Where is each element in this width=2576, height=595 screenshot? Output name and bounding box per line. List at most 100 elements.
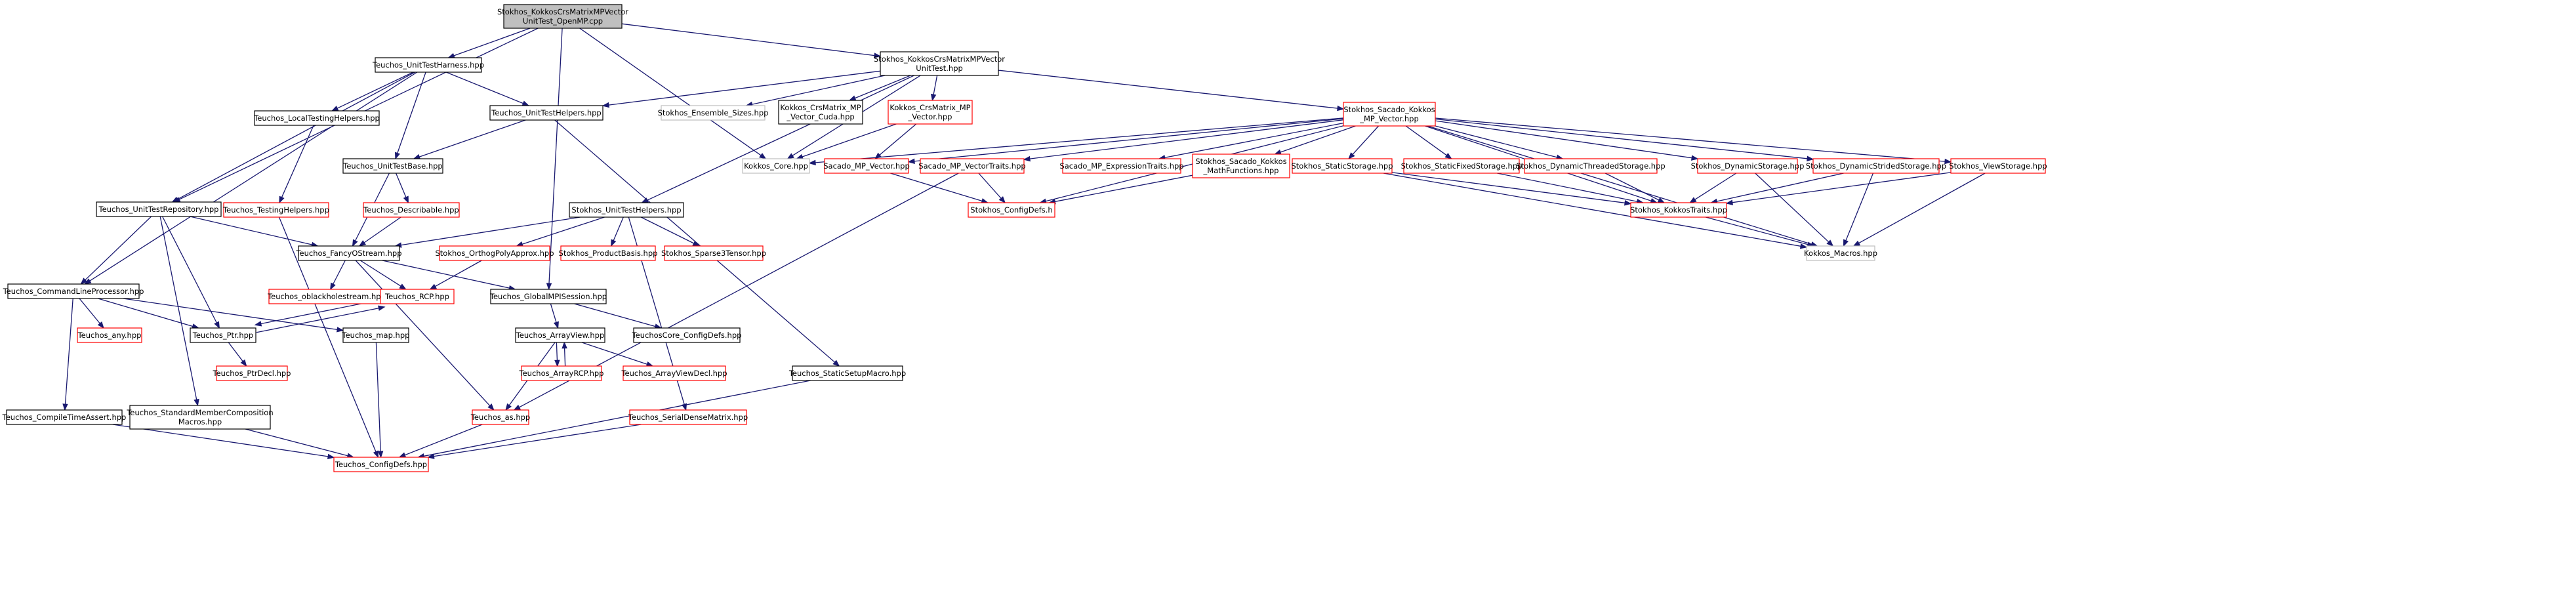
node-box — [342, 158, 443, 174]
edge-n8-to-n22 — [1435, 120, 1699, 161]
node-label: Stokhos_Ensemble_Sizes.hpp — [658, 108, 769, 117]
file-node-sacado-mp-vectortraits-hpp[interactable]: Sacado_MP_VectorTraits.hpp — [918, 158, 1026, 174]
file-node-kokkos-crsmatrix-mp-vector-cuda-hpp[interactable]: Kokkos_CrsMatrix_MP_Vector_Cuda.hpp — [778, 100, 863, 125]
edge-n15-to-n29 — [890, 173, 989, 204]
file-node-stokhos-viewstorage-hpp[interactable]: Stokhos_ViewStorage.hpp — [1949, 158, 2047, 174]
node-box — [7, 283, 140, 299]
file-node-teuchos-globalmpisession-hpp[interactable]: Teuchos_GlobalMPISession.hpp — [489, 289, 607, 304]
edge-n2-to-n8 — [998, 70, 1345, 112]
edge-n4-to-n10 — [413, 119, 526, 159]
file-node-teuchos-testinghelpers-hpp[interactable]: Teuchos_TestingHelpers.hpp — [222, 202, 329, 218]
node-label: Teuchos_LocalTestingHelpers.hpp — [253, 113, 380, 123]
node-box — [503, 4, 623, 29]
node-box — [560, 245, 656, 261]
file-node-stokhos-staticstorage-hpp[interactable]: Stokhos_StaticStorage.hpp — [1292, 158, 1393, 174]
file-node-teuchos-rcp-hpp[interactable]: Teuchos_RCP.hpp — [380, 289, 455, 304]
file-node-teuchos-arrayrcp-hpp[interactable]: Teuchos_ArrayRCP.hpp — [519, 365, 604, 381]
file-node-teuchos-ptr-hpp[interactable]: Teuchos_Ptr.hpp — [190, 327, 256, 343]
file-node-stokhos-kokkoscrsmatrixmpvectorunittest-hpp[interactable]: Stokhos_KokkosCrsMatrixMPVectorUnitTest.… — [874, 51, 1005, 76]
file-node-stokhos-productbasis-hpp[interactable]: Stokhos_ProductBasis.hpp — [559, 245, 658, 261]
edge-n32-to-n36 — [79, 298, 104, 329]
node-label: _MP_Vector.hpp — [1359, 114, 1419, 123]
file-node-teuchos-arrayviewdecl-hpp[interactable]: Teuchos_ArrayViewDecl.hpp — [621, 365, 727, 381]
file-node-teuchos-unittestrepository-hpp[interactable]: Teuchos_UnitTestRepository.hpp — [96, 201, 222, 217]
file-node-kokkos-crsmatrix-mp-vector-hpp[interactable]: Kokkos_CrsMatrix_MP_Vector.hpp — [888, 100, 973, 125]
file-node-teuchos-standardmembercompositionmacros-hpp[interactable]: Teuchos_StandardMemberCompositionMacros.… — [126, 405, 274, 430]
file-node-teuchos-oblackholestream-hpp[interactable]: Teuchos_oblackholestream.hpp — [267, 289, 386, 304]
edge-n42-to-n39 — [562, 341, 567, 366]
file-node-stokhos-orthogpolyapprox-hpp[interactable]: Stokhos_OrthogPolyApprox.hpp — [435, 245, 554, 261]
root-file-node[interactable]: Stokhos_KokkosCrsMatrixMPVectorUnitTest_… — [497, 4, 628, 29]
edge-n14-to-n26 — [516, 216, 605, 247]
file-node-stokhos-staticfixedstorage-hpp[interactable]: Stokhos_StaticFixedStorage.hpp — [1401, 158, 1523, 174]
file-node-teuchos-ptrdecl-hpp[interactable]: Teuchos_PtrDecl.hpp — [213, 365, 291, 381]
node-box — [1292, 158, 1393, 174]
edge-n35-to-n40 — [574, 303, 663, 329]
file-node-stokhos-kokkostraits-hpp[interactable]: Stokhos_KokkosTraits.hpp — [1630, 202, 1727, 218]
node-label: UnitTest_OpenMP.cpp — [523, 16, 603, 26]
node-label: Stokhos_DynamicThreadedStorage.hpp — [1516, 161, 1665, 171]
node-box — [569, 202, 684, 218]
file-node-teuchos-map-hpp[interactable]: Teuchos_map.hpp — [342, 327, 410, 343]
file-node-teuchos-localtestinghelpers-hpp[interactable]: Teuchos_LocalTestingHelpers.hpp — [253, 110, 380, 126]
edge-n32-to-n45 — [62, 298, 73, 411]
node-box — [1630, 202, 1727, 218]
node-label: Teuchos_GlobalMPISession.hpp — [489, 292, 607, 301]
file-node-teuchos-unittesthelpers-hpp[interactable]: Teuchos_UnitTestHelpers.hpp — [489, 105, 603, 121]
file-node-stokhos-configdefs-h[interactable]: Stokhos_ConfigDefs.h — [968, 202, 1055, 218]
file-node-stokhos-sparse3tensor-hpp[interactable]: Stokhos_Sparse3Tensor.hpp — [661, 245, 766, 261]
file-node-stokhos-dynamicstorage-hpp[interactable]: Stokhos_DynamicStorage.hpp — [1691, 158, 1805, 174]
node-label: Teuchos_ArrayView.hpp — [516, 331, 605, 340]
node-label: Macros.hpp — [178, 417, 222, 426]
file-node-teuchoscore-configdefs-hpp[interactable]: TeuchosCore_ConfigDefs.hpp — [632, 327, 742, 343]
node-box — [77, 327, 142, 343]
node-box — [968, 202, 1055, 218]
file-node-stokhos-dynamicstridedstorage-hpp[interactable]: Stokhos_DynamicStridedStorage.hpp — [1806, 158, 1946, 174]
edge-n47-to-n49 — [398, 424, 483, 458]
edge-n37-to-n34 — [256, 305, 386, 333]
file-node-sacado-mp-expressiontraits-hpp[interactable]: Sacado_MP_ExpressionTraits.hpp — [1059, 158, 1184, 174]
node-box — [1697, 158, 1798, 174]
node-label: Teuchos_StaticSetupMacro.hpp — [788, 369, 906, 378]
file-node-teuchos-arrayview-hpp[interactable]: Teuchos_ArrayView.hpp — [515, 327, 605, 343]
file-node-stokhos-dynamicthreadedstorage-hpp[interactable]: Stokhos_DynamicThreadedStorage.hpp — [1516, 158, 1666, 174]
edge-n22-to-n31 — [1755, 173, 1834, 247]
file-node-teuchos-fancyostream-hpp[interactable]: Teuchos_FancyOStream.hpp — [295, 245, 402, 261]
file-node-teuchos-describable-hpp[interactable]: Teuchos_Describable.hpp — [363, 202, 460, 218]
file-node-teuchos-unittestbase-hpp[interactable]: Teuchos_UnitTestBase.hpp — [342, 158, 443, 174]
file-node-teuchos-serialdensematrix-hpp[interactable]: Teuchos_SerialDenseMatrix.hpp — [628, 409, 748, 425]
file-node-teuchos-compiletimeassert-hpp[interactable]: Teuchos_CompileTimeAssert.hpp — [2, 409, 127, 425]
edge-n8-to-n20 — [1405, 125, 1452, 159]
node-box — [1192, 154, 1290, 178]
file-node-sacado-mp-vector-hpp[interactable]: Sacado_MP_Vector.hpp — [823, 158, 910, 174]
node-label: Teuchos_UnitTestHarness.hpp — [372, 60, 484, 70]
node-box — [888, 100, 973, 125]
edge-n32-to-n37 — [98, 298, 199, 329]
node-box — [380, 289, 455, 304]
file-node-teuchos-staticsetupmacro-hpp[interactable]: Teuchos_StaticSetupMacro.hpp — [788, 365, 906, 381]
file-node-kokkos-core-hpp: Kokkos_Core.hpp — [742, 158, 810, 174]
file-node-teuchos-configdefs-hpp[interactable]: Teuchos_ConfigDefs.hpp — [333, 457, 429, 472]
edge-n1-to-n4 — [445, 72, 530, 106]
node-box — [629, 409, 747, 425]
edge-n8-to-n9 — [808, 117, 1344, 166]
file-node-teuchos-commandlineprocessor-hpp[interactable]: Teuchos_CommandLineProcessor.hpp — [3, 283, 144, 299]
edge-n23-to-n31 — [1843, 173, 1874, 247]
edge-n20-to-n30 — [1497, 173, 1645, 205]
node-label: Teuchos_CommandLineProcessor.hpp — [3, 287, 144, 296]
file-node-stokhos-unittesthelpers-hpp[interactable]: Stokhos_UnitTestHelpers.hpp — [569, 202, 684, 218]
file-node-stokhos-sacado-kokkos-mp-vector-hpp[interactable]: Stokhos_Sacado_Kokkos_MP_Vector.hpp — [1343, 102, 1436, 127]
node-box — [1812, 158, 1940, 174]
file-node-teuchos-any-hpp[interactable]: Teuchos_any.hpp — [77, 327, 142, 343]
node-box — [1403, 158, 1520, 174]
file-node-teuchos-as-hpp[interactable]: Teuchos_as.hpp — [470, 409, 530, 425]
node-box — [664, 245, 764, 261]
edge-n2-to-n7 — [930, 75, 938, 102]
file-node-stokhos-sacado-kokkos-mathfunctions-hpp[interactable]: Stokhos_Sacado_Kokkos_MathFunctions.hpp — [1192, 154, 1290, 178]
node-box — [254, 110, 380, 126]
node-label: Teuchos_UnitTestHelpers.hpp — [491, 108, 601, 117]
node-label: Teuchos_Ptr.hpp — [192, 331, 253, 340]
edge-n24-to-n30 — [1725, 172, 1952, 205]
file-node-teuchos-unittestharness-hpp[interactable]: Teuchos_UnitTestHarness.hpp — [372, 57, 484, 73]
node-box — [778, 100, 863, 125]
